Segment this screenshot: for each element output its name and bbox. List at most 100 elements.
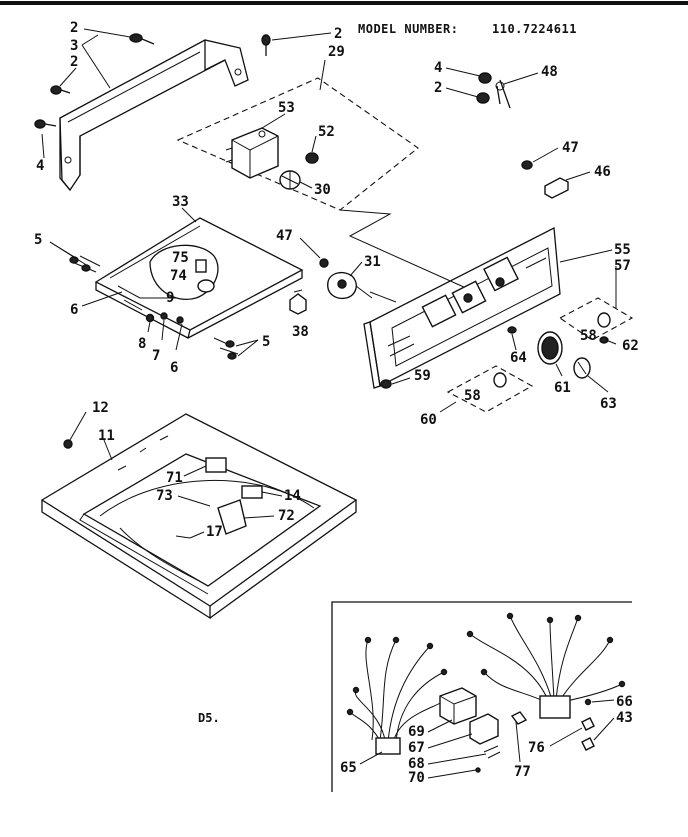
leader-76 <box>549 727 583 747</box>
callout-46: 46 <box>594 164 611 180</box>
callout-2: 2 <box>334 26 342 42</box>
leader-6 <box>81 291 123 307</box>
callout-4: 4 <box>434 60 442 76</box>
callout-65: 65 <box>340 760 357 776</box>
callout-29: 29 <box>328 44 345 60</box>
selector-switch <box>289 258 397 315</box>
callout-5: 5 <box>34 232 42 248</box>
callout-38: 38 <box>292 324 309 340</box>
leader-67 <box>427 733 473 749</box>
timer-group-outline <box>176 77 419 211</box>
leader-62 <box>605 339 617 345</box>
callout-77: 77 <box>514 764 531 780</box>
wiring-harness-left <box>346 636 450 755</box>
callout-17: 17 <box>206 524 223 540</box>
top-cover <box>40 413 358 620</box>
harness-frame <box>331 601 632 792</box>
leader-14 <box>261 491 283 497</box>
leader-59 <box>391 377 411 385</box>
leader-17 <box>189 531 205 539</box>
callout-73: 73 <box>156 488 173 504</box>
callout-30: 30 <box>314 182 331 198</box>
leader-66 <box>591 699 615 703</box>
small-hardware-top-right <box>476 72 569 199</box>
callout-72: 72 <box>278 508 295 524</box>
callout-70: 70 <box>408 770 425 786</box>
leader-43 <box>593 717 615 741</box>
wiring-harness-right <box>466 612 626 719</box>
callout-55: 55 <box>614 242 631 258</box>
timer-dial <box>537 331 591 379</box>
leader-7 <box>161 319 165 341</box>
leader-48 <box>503 72 539 85</box>
leader-73 <box>177 495 211 507</box>
callout-63: 63 <box>600 396 617 412</box>
callout-61: 61 <box>554 380 571 396</box>
leader-6b <box>175 323 183 351</box>
callout-76: 76 <box>528 740 545 756</box>
control-mount-plate <box>69 217 304 360</box>
leader-52 <box>311 135 317 153</box>
callout-9: 9 <box>166 290 174 306</box>
callout-75: 75 <box>172 250 189 266</box>
knob-right <box>597 312 611 344</box>
callout-64: 64 <box>510 350 527 366</box>
callout-12: 12 <box>92 400 109 416</box>
callout-11: 11 <box>98 428 115 444</box>
knob-group-right-outline <box>558 297 634 341</box>
leader-30 <box>299 181 313 189</box>
callout-33: 33 <box>172 194 189 210</box>
leader-5d <box>237 339 259 357</box>
control-panel <box>363 226 561 389</box>
leader-47 <box>532 147 559 163</box>
leader-69 <box>427 719 453 733</box>
callout-2: 2 <box>70 20 78 36</box>
callout-71: 71 <box>166 470 183 486</box>
harness-small-parts <box>439 687 595 773</box>
leader-64 <box>511 333 517 351</box>
leader-5b <box>49 241 89 267</box>
callout-3: 3 <box>70 38 78 54</box>
model-number-label: MODEL NUMBER: <box>358 22 458 36</box>
leader-11 <box>103 439 113 461</box>
callout-69: 69 <box>408 724 425 740</box>
leader-53 <box>261 113 286 129</box>
model-number-value: 110.7224611 <box>492 22 577 36</box>
leader-12 <box>69 411 87 441</box>
callout-47: 47 <box>562 140 579 156</box>
callout-2: 2 <box>70 54 78 70</box>
leader-8 <box>147 321 151 333</box>
leader-46 <box>565 171 591 181</box>
callout-74: 74 <box>170 268 187 284</box>
callout-2: 2 <box>434 80 442 96</box>
timer-motor <box>225 127 279 179</box>
leader-5c <box>235 339 259 347</box>
knob-group-left-outline <box>446 365 534 413</box>
callout-68: 68 <box>408 756 425 772</box>
callout-6: 6 <box>170 360 178 376</box>
leader-77 <box>515 721 521 763</box>
leader-47b <box>299 237 321 259</box>
leader-2 <box>445 87 479 98</box>
callout-48: 48 <box>541 64 558 80</box>
callout-67: 67 <box>408 740 425 756</box>
callout-57: 57 <box>614 258 631 274</box>
part-64 <box>507 326 517 334</box>
screw-parts <box>34 33 271 129</box>
leader-63 <box>587 375 609 393</box>
leader-61 <box>555 363 563 377</box>
callout-59: 59 <box>414 368 431 384</box>
callout-43: 43 <box>616 710 633 726</box>
knob-left <box>380 372 507 389</box>
callout-8: 8 <box>138 336 146 352</box>
callout-66: 66 <box>616 694 633 710</box>
leader-72 <box>243 515 275 519</box>
leader-4 <box>445 67 481 77</box>
callout-60: 60 <box>420 412 437 428</box>
leader-60 <box>439 401 457 413</box>
callout-58: 58 <box>580 328 597 344</box>
callout-53: 53 <box>278 100 295 116</box>
bracket-leaders <box>41 28 332 159</box>
